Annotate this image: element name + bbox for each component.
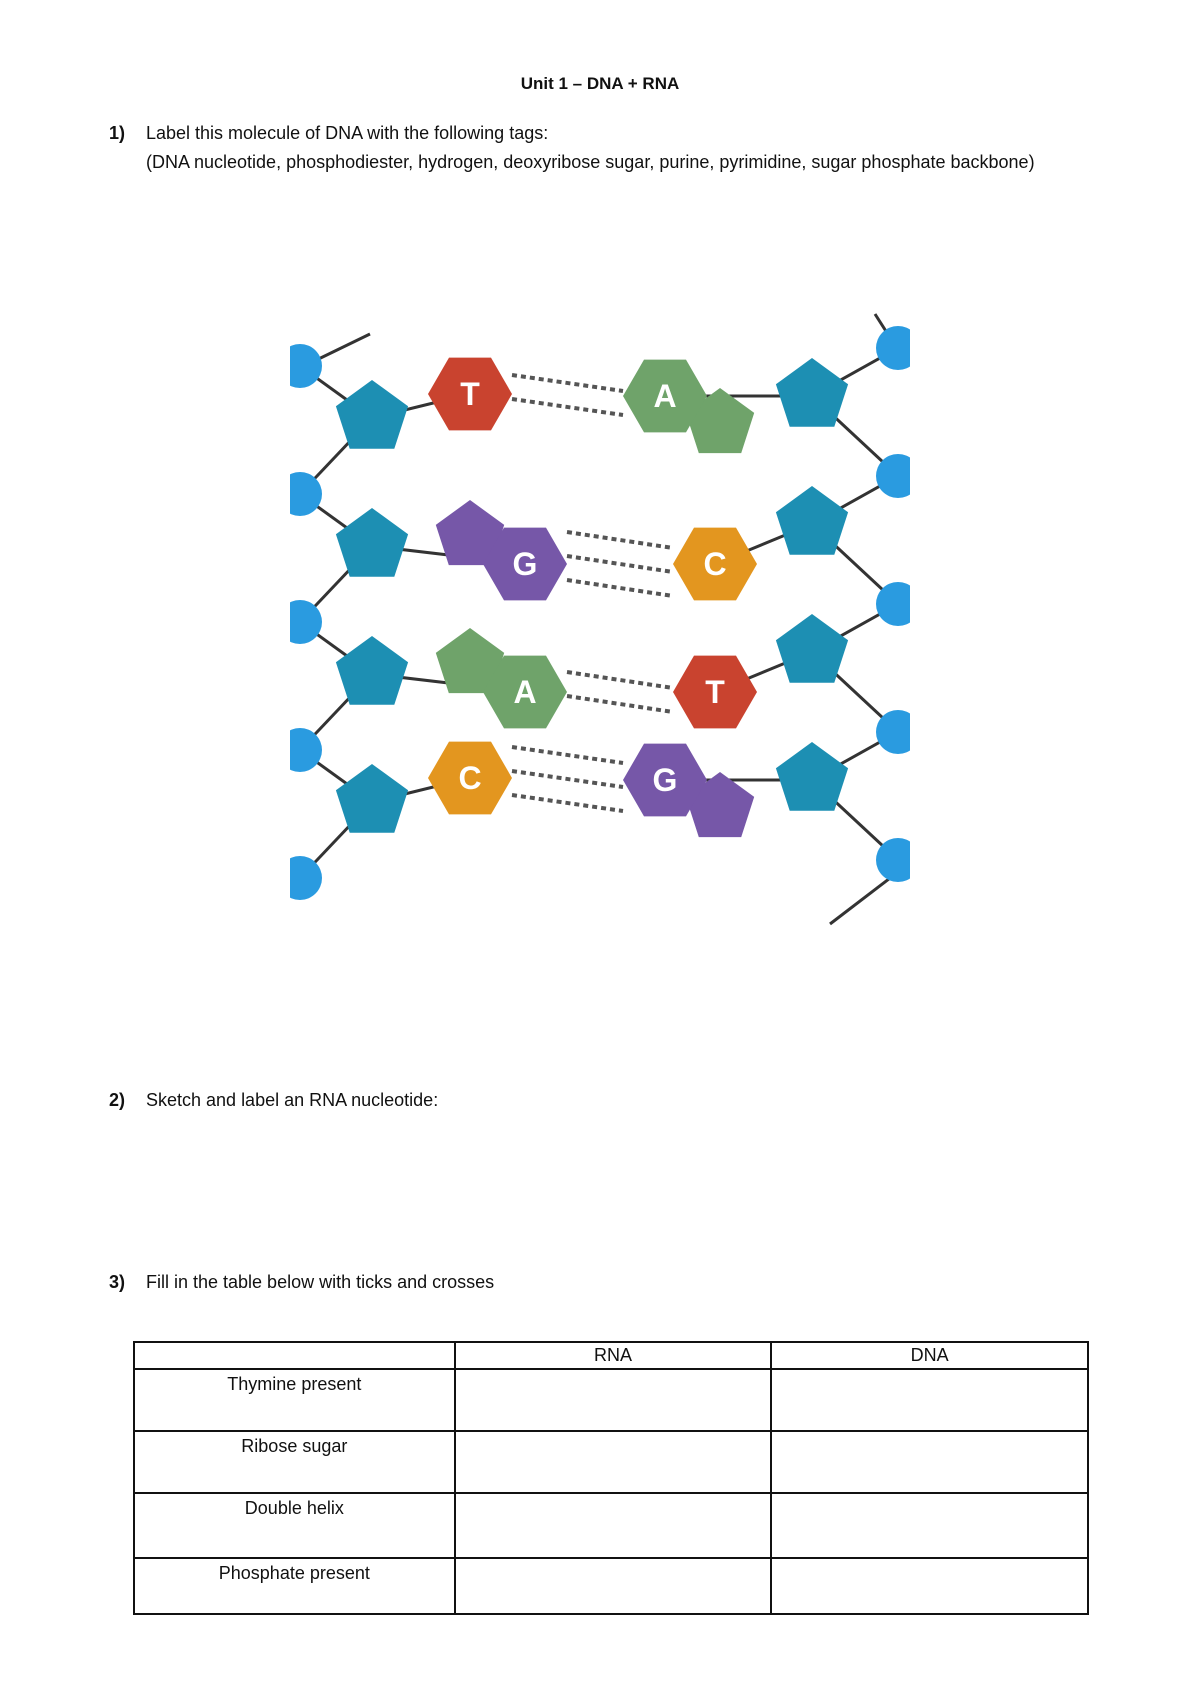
purine-pentagon xyxy=(435,500,505,566)
phosphate-group xyxy=(876,454,910,498)
question-2-prompt: Sketch and label an RNA nucleotide: xyxy=(146,1090,439,1110)
base-hexagon xyxy=(673,655,757,729)
question-number: 1) xyxy=(109,123,126,143)
hydrogen-bond xyxy=(511,745,624,765)
phosphate-group xyxy=(290,856,322,900)
phosphate-group xyxy=(290,344,322,388)
hydrogen-bond xyxy=(566,694,674,714)
dna-answer-cell[interactable] xyxy=(770,1557,1089,1615)
row-label: Thymine present xyxy=(133,1368,456,1432)
phosphate-group xyxy=(290,600,322,644)
hydrogen-bond xyxy=(566,530,674,550)
deoxyribose-sugar xyxy=(775,358,849,427)
base-hexagon xyxy=(483,527,567,601)
deoxyribose-sugar xyxy=(335,764,409,833)
question-3-prompt: Fill in the table below with ticks and c… xyxy=(146,1272,495,1292)
table-row: Phosphate present xyxy=(133,1557,1089,1615)
question-1-tags: (DNA nucleotide, phosphodiester, hydroge… xyxy=(146,152,1035,172)
table-header-dna: DNA xyxy=(770,1341,1089,1370)
purine-pentagon xyxy=(435,628,505,694)
rna-answer-cell[interactable] xyxy=(453,1492,773,1559)
table-row: Ribose sugar xyxy=(133,1430,1089,1494)
dna-molecule-diagram: T A G C A T C G xyxy=(290,313,910,926)
hydrogen-bond xyxy=(511,397,624,417)
purine-pentagon xyxy=(685,388,755,454)
phosphate-group xyxy=(876,582,910,626)
dna-answer-cell[interactable] xyxy=(770,1430,1089,1494)
deoxyribose-sugar xyxy=(335,508,409,577)
base-letter: A xyxy=(513,674,536,710)
deoxyribose-sugar xyxy=(335,380,409,449)
base-letter: C xyxy=(458,760,481,796)
deoxyribose-sugar xyxy=(775,742,849,811)
rna-answer-cell[interactable] xyxy=(453,1368,773,1432)
page-title: Unit 1 – DNA + RNA xyxy=(520,74,680,93)
backbone-line xyxy=(829,870,899,926)
base-hexagon xyxy=(673,527,757,601)
table-row: Double helix xyxy=(133,1492,1089,1559)
hydrogen-bond xyxy=(511,793,624,813)
rna-dna-comparison-table: RNA DNA Thymine present Ribose sugar Dou… xyxy=(133,1341,1089,1615)
phosphate-group xyxy=(290,728,322,772)
deoxyribose-sugar xyxy=(775,614,849,683)
question-number: 3) xyxy=(109,1272,126,1292)
phosphate-group xyxy=(876,326,910,370)
deoxyribose-sugar xyxy=(775,486,849,555)
table-header-blank xyxy=(133,1341,456,1370)
rna-answer-cell[interactable] xyxy=(453,1557,773,1615)
base-hexagon xyxy=(623,743,707,817)
base-letter: G xyxy=(513,546,538,582)
base-letter: T xyxy=(460,376,480,412)
dna-answer-cell[interactable] xyxy=(770,1368,1089,1432)
table-header-row: RNA DNA xyxy=(133,1341,1089,1370)
hydrogen-bond xyxy=(511,769,624,789)
hydrogen-bond xyxy=(566,670,674,690)
question-1-prompt: Label this molecule of DNA with the foll… xyxy=(146,123,549,143)
base-hexagon xyxy=(483,655,567,729)
phosphate-group xyxy=(876,710,910,754)
base-letter: G xyxy=(653,762,678,798)
base-hexagon xyxy=(428,741,512,815)
hydrogen-bond xyxy=(566,578,674,598)
base-letter: C xyxy=(703,546,726,582)
base-hexagon xyxy=(428,357,512,431)
phosphate-group xyxy=(876,838,910,882)
rna-answer-cell[interactable] xyxy=(453,1430,773,1494)
table-row: Thymine present xyxy=(133,1368,1089,1432)
row-label: Ribose sugar xyxy=(133,1430,456,1494)
hydrogen-bond xyxy=(511,373,624,393)
base-letter: A xyxy=(653,378,676,414)
row-label: Double helix xyxy=(133,1492,456,1559)
phosphate-group xyxy=(290,472,322,516)
base-hexagon xyxy=(623,359,707,433)
base-letter: T xyxy=(705,674,725,710)
row-label: Phosphate present xyxy=(133,1557,456,1615)
question-number: 2) xyxy=(109,1090,126,1110)
purine-pentagon xyxy=(685,772,755,838)
dna-answer-cell[interactable] xyxy=(770,1492,1089,1559)
hydrogen-bond xyxy=(566,554,674,574)
deoxyribose-sugar xyxy=(335,636,409,705)
table-header-rna: RNA xyxy=(453,1341,773,1370)
